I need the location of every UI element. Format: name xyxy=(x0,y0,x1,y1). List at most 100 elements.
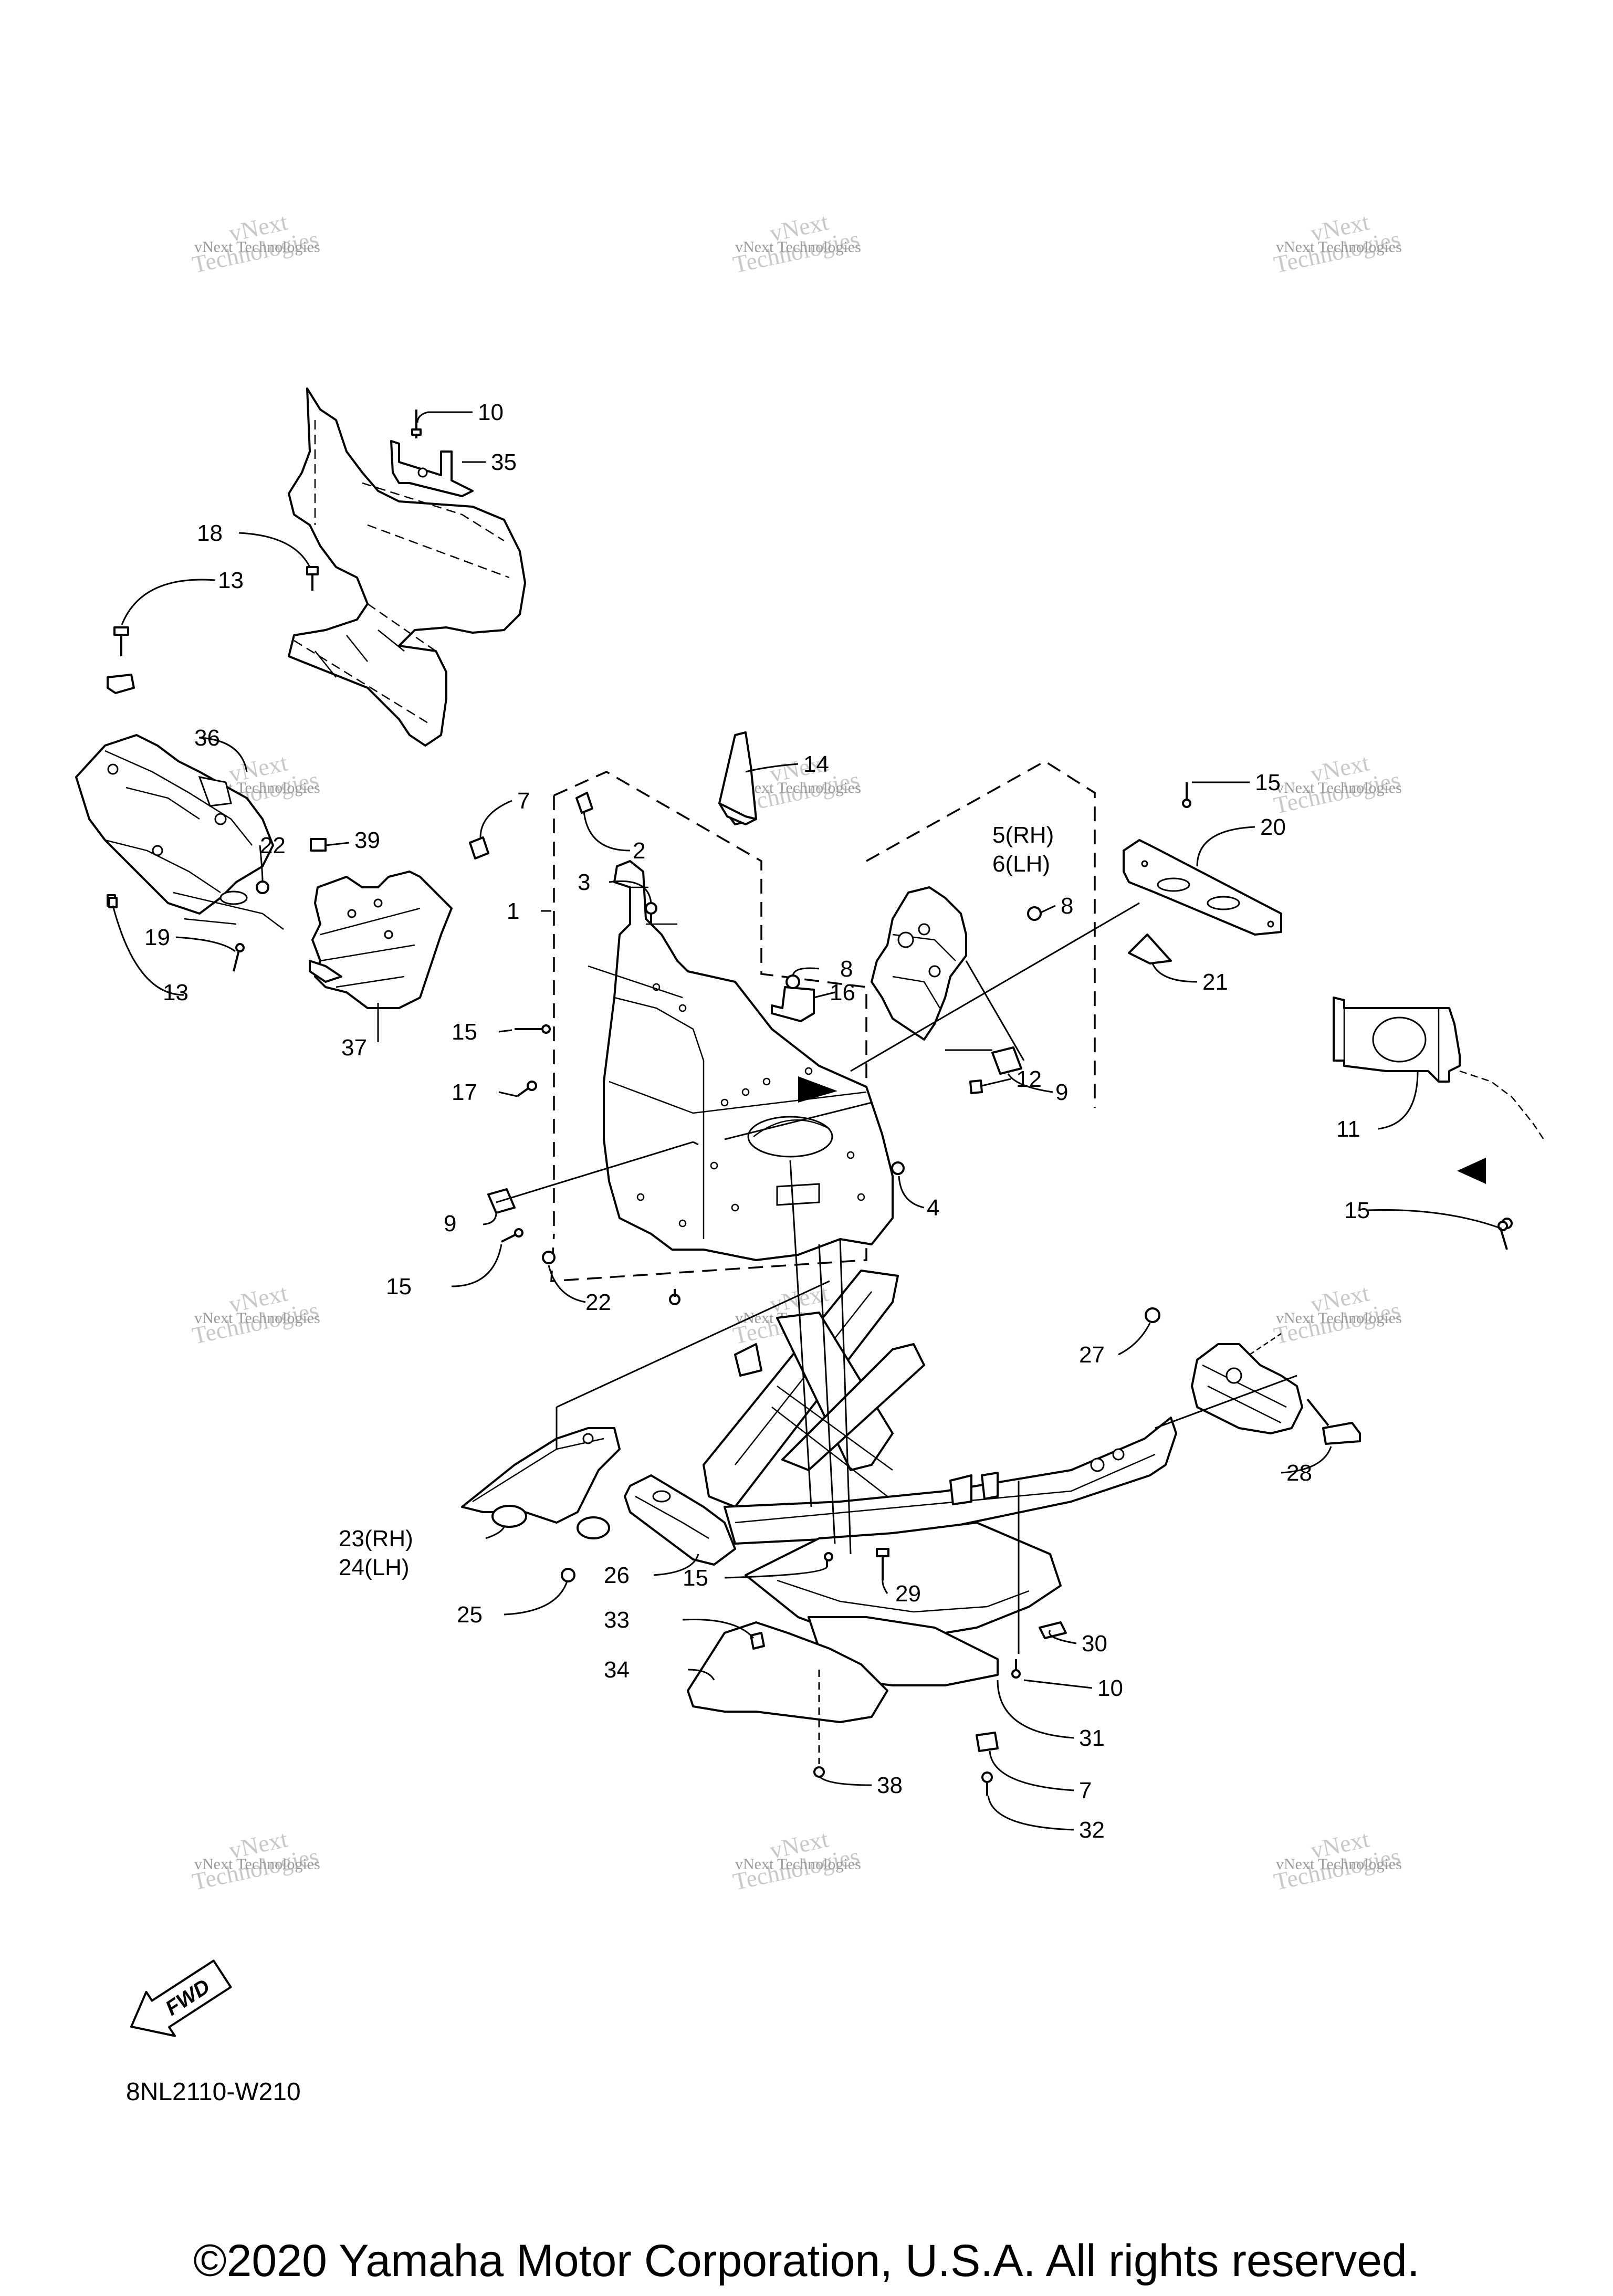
callout-33: 33 xyxy=(604,1607,630,1633)
callout-19: 19 xyxy=(144,925,170,950)
callout-25: 25 xyxy=(457,1602,483,1628)
watermark-line: vNext Technologies xyxy=(194,1855,320,1873)
diagram-code: 8NL2110-W210 xyxy=(126,2078,301,2106)
part-34-skid-plate xyxy=(687,1621,888,1723)
part-7-clip-upper xyxy=(469,836,489,859)
part-26-mount xyxy=(624,1474,736,1566)
callout-10-top: 10 xyxy=(478,400,504,425)
callout-8-right: 8 xyxy=(1061,893,1073,919)
part-23-24-arm xyxy=(461,1427,621,1539)
watermark-line: vNext Technologies xyxy=(1276,1309,1402,1327)
watermark-line: vNext Technologies xyxy=(735,779,861,796)
part-27-28-bracket xyxy=(1145,1307,1361,1445)
part-8-nut-right xyxy=(1027,906,1042,921)
part-35-bracket xyxy=(390,440,474,497)
part-22-bolt-left xyxy=(256,880,269,894)
part-5-6-bracket xyxy=(871,886,967,1041)
callout-15-top-right: 15 xyxy=(1255,770,1281,795)
callout-6-lh: 6(LH) xyxy=(992,851,1050,877)
callout-13-upper: 13 xyxy=(218,568,244,593)
watermark-line: vNext Technologies xyxy=(194,238,320,256)
watermark-line: vNext Technologies xyxy=(1276,779,1402,796)
callout-7-lower: 7 xyxy=(1079,1778,1092,1804)
callout-10-lower: 10 xyxy=(1097,1675,1123,1701)
part-10-bolt-top xyxy=(411,410,422,438)
callout-15-center-upper: 15 xyxy=(452,1019,477,1045)
part-11-bracket xyxy=(1333,997,1545,1229)
callout-leaders xyxy=(112,411,1502,1831)
part-10-bolt-lower xyxy=(1011,1659,1021,1679)
part-22-bolt-center xyxy=(542,1251,680,1305)
copyright-notice: ©2020 Yamaha Motor Corporation, U.S.A. A… xyxy=(193,2236,1420,2286)
callout-labels: 10 35 18 13 36 22 39 7 19 13 37 14 2 3 1… xyxy=(144,400,1370,1843)
watermark-line: vNext Technologies xyxy=(735,1855,861,1873)
part-15-screw-lower xyxy=(501,1228,523,1243)
part-21-gusset xyxy=(1128,934,1172,964)
callout-3: 3 xyxy=(578,869,590,895)
part-29-bolt xyxy=(876,1548,889,1580)
callout-14: 14 xyxy=(803,751,829,777)
callout-4: 4 xyxy=(927,1195,939,1221)
callout-9-left: 9 xyxy=(444,1211,456,1236)
callout-9-right: 9 xyxy=(1055,1079,1068,1105)
part-38-screw xyxy=(813,1766,825,1778)
part-1-center-panel xyxy=(588,860,894,1261)
callout-12: 12 xyxy=(1016,1066,1042,1092)
callout-27: 27 xyxy=(1079,1342,1105,1368)
part-14-plate xyxy=(718,731,757,825)
part-12-clip xyxy=(969,1079,983,1094)
callout-36: 36 xyxy=(194,725,220,751)
callout-15-center-lower: 15 xyxy=(386,1274,412,1299)
part-13-bolt-upper xyxy=(107,626,135,694)
callout-30: 30 xyxy=(1082,1631,1107,1657)
part-7-clip-lower xyxy=(976,1732,999,1752)
callout-38: 38 xyxy=(877,1773,903,1798)
callout-15-right: 15 xyxy=(1344,1198,1370,1223)
rear-guard-ghost xyxy=(288,387,526,747)
part-9-rubber-right xyxy=(991,1046,1022,1075)
part-4-bolt xyxy=(891,1161,905,1175)
callout-34: 34 xyxy=(604,1657,630,1683)
part-18-bolt xyxy=(306,566,319,591)
part-19-screw xyxy=(233,943,245,972)
callout-39: 39 xyxy=(354,827,380,853)
part-15-screw-upper xyxy=(515,1024,551,1034)
callout-31: 31 xyxy=(1079,1725,1105,1751)
callout-32: 32 xyxy=(1079,1817,1105,1843)
callout-5-rh: 5(RH) xyxy=(992,822,1054,848)
watermark-line: vNext Technologies xyxy=(1276,238,1402,256)
callout-22-left: 22 xyxy=(260,833,286,858)
part-2-clip xyxy=(575,792,593,814)
callout-13-lower: 13 xyxy=(163,980,188,1005)
center-frame-boundary xyxy=(550,760,1096,1282)
part-15-screw-right xyxy=(1497,1221,1508,1250)
callout-37: 37 xyxy=(341,1035,367,1061)
part-37-guard-plate xyxy=(309,871,453,1009)
fwd-arrow-icon: FWD xyxy=(130,1959,232,2037)
part-17-screw xyxy=(516,1081,537,1097)
part-39-clip xyxy=(310,838,327,852)
callout-26: 26 xyxy=(604,1563,630,1588)
callout-21: 21 xyxy=(1202,969,1228,995)
part-16-bracket xyxy=(771,986,815,1022)
callout-2: 2 xyxy=(633,838,645,864)
connection-lines xyxy=(496,902,1297,1764)
part-32-screw xyxy=(981,1771,993,1796)
callout-15-lower: 15 xyxy=(683,1565,708,1591)
callout-24-lh: 24(LH) xyxy=(339,1555,410,1580)
callout-1: 1 xyxy=(507,898,519,924)
watermark-line: vNext Technologies xyxy=(735,238,861,256)
watermark-line: vNext Technologies xyxy=(1276,1855,1402,1873)
callout-20: 20 xyxy=(1260,814,1286,840)
part-30-skid-plate xyxy=(745,1522,1067,1639)
callout-7-upper: 7 xyxy=(517,788,530,814)
callout-28: 28 xyxy=(1286,1460,1312,1486)
